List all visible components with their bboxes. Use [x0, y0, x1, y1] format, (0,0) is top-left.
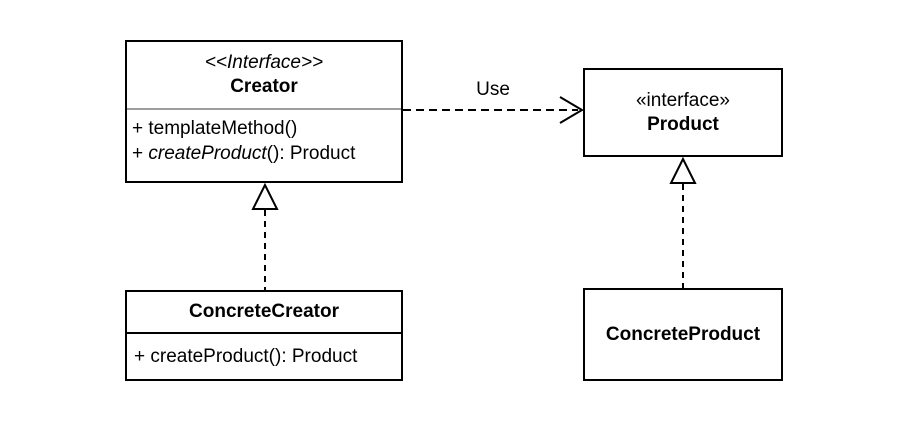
realization-arrow-concretecreator-creator[interactable]: [251, 182, 279, 291]
method-name-abstract: createProduct: [148, 143, 267, 164]
hollow-triangle-icon: [251, 182, 279, 210]
concretecreator-methods-compartment: + createProduct(): Product: [127, 334, 401, 379]
product-stereotype: «interface»: [635, 89, 730, 111]
use-dependency-arrow[interactable]: [403, 96, 584, 124]
product-class-name: Product: [647, 113, 719, 135]
method-visibility: +: [132, 143, 149, 164]
creator-stereotype: <<Interface>>: [204, 52, 324, 73]
hollow-triangle-icon: [669, 156, 697, 184]
creator-header-compartment: <<Interface>> Creator: [127, 42, 401, 110]
use-dependency-label: Use: [476, 79, 510, 100]
class-box-concretecreator[interactable]: ConcreteCreator + createProduct(): Produ…: [125, 290, 403, 381]
creator-method-createproduct: + createProduct(): Product: [132, 141, 397, 166]
concretecreator-class-name: ConcreteCreator: [189, 301, 339, 322]
class-box-creator[interactable]: <<Interface>> Creator + templateMethod()…: [125, 40, 403, 183]
creator-class-name: Creator: [230, 76, 298, 97]
open-arrowhead-icon: [559, 96, 584, 124]
concretecreator-header-compartment: ConcreteCreator: [127, 292, 401, 334]
creator-methods-compartment: + templateMethod() + createProduct(): Pr…: [127, 110, 401, 166]
creator-method-templatemethod: + templateMethod(): [132, 118, 298, 139]
method-signature: (): Product: [266, 143, 356, 164]
concreteproduct-class-name: ConcreteProduct: [605, 323, 761, 345]
concretecreator-method-createproduct: + createProduct(): Product: [134, 346, 358, 367]
class-box-product[interactable]: «interface» Product: [583, 68, 783, 157]
class-box-concreteproduct[interactable]: ConcreteProduct: [583, 288, 783, 381]
realization-arrow-concreteproduct-product[interactable]: [669, 156, 697, 289]
